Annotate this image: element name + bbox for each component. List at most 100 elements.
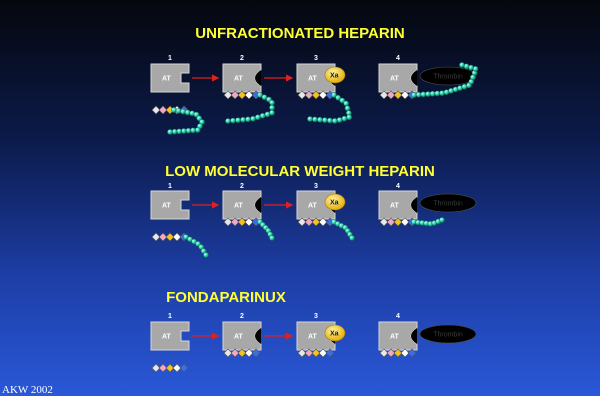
antithrombin-block	[150, 190, 190, 220]
activated-site	[255, 328, 261, 344]
pentasaccharide-unit	[179, 363, 189, 373]
pentasaccharide-unit	[304, 90, 314, 100]
heparin-chain-bead	[346, 114, 352, 121]
heparin-chain-bead	[184, 109, 191, 116]
heparin-chain-bead	[331, 92, 337, 98]
step-1: 1AT	[150, 313, 220, 373]
heparin-chain-bead	[196, 115, 203, 122]
pentasaccharide-unit	[400, 217, 410, 227]
thrombin	[419, 193, 477, 213]
pentasaccharide-unit	[400, 90, 410, 100]
pentasaccharide-unit	[379, 90, 389, 100]
pentasaccharide-unit	[158, 232, 168, 242]
heparin-chain-bead	[176, 128, 183, 135]
heparin-chain-bead	[335, 94, 341, 101]
xa-label: Xa	[330, 200, 339, 207]
pentasaccharide-unit	[230, 217, 240, 227]
step-number: 1	[168, 55, 172, 62]
heparin-chain-bead	[269, 235, 275, 241]
thrombin-label: Thrombin	[433, 201, 463, 208]
at-label: AT	[162, 203, 172, 210]
pentasaccharide-unit	[172, 232, 182, 242]
xa-label: Xa	[330, 73, 339, 80]
pentasaccharide-unit	[251, 348, 261, 358]
at-label: AT	[308, 203, 318, 210]
activated-site	[411, 197, 417, 213]
heparin-chain-bead	[240, 116, 246, 123]
antithrombin-block	[150, 321, 190, 351]
xa-label: Xa	[330, 331, 339, 338]
heparin-chain-bead	[185, 127, 192, 134]
pentasaccharide-unit	[244, 217, 254, 227]
step-number: 3	[314, 183, 318, 190]
heparin-chain-bead	[193, 111, 200, 118]
heparin-chain-bead	[336, 117, 343, 123]
heparin-chain-bead	[259, 113, 266, 119]
pentasaccharide-unit	[151, 363, 161, 373]
heparin-chain-bead	[317, 116, 323, 123]
heparin-chain-bead	[312, 116, 318, 123]
at-label: AT	[390, 76, 400, 83]
heparin-chain-bead	[343, 100, 349, 107]
step-2: 2AT	[222, 183, 294, 241]
pentasaccharide-unit	[386, 348, 396, 358]
heparin-chain-bead	[339, 97, 346, 104]
at-label: AT	[162, 76, 172, 83]
heparin-chain-bead	[349, 235, 355, 241]
pentasaccharide-unit	[237, 348, 247, 358]
heparin-chain-bead	[429, 90, 436, 97]
pentasaccharide-unit	[223, 90, 233, 100]
pentasaccharide-unit	[151, 105, 161, 115]
at-label: AT	[308, 334, 318, 341]
heparin-chain-bead	[261, 94, 268, 101]
pentasaccharide-unit	[407, 348, 417, 358]
heparin-chain-bead	[341, 115, 348, 122]
pentasaccharide-unit	[393, 348, 403, 358]
pentasaccharide-unit	[237, 90, 247, 100]
pentasaccharide-unit	[311, 90, 321, 100]
heparin-chain-bead	[194, 127, 201, 133]
heparin-chain-bead	[459, 62, 465, 68]
credit-text: AKW 2002	[2, 384, 53, 396]
pentasaccharide-unit	[318, 348, 328, 358]
pentasaccharide-unit	[400, 348, 410, 358]
thrombin	[419, 66, 477, 86]
heparin-chain-bead	[180, 108, 186, 115]
step-number: 4	[396, 313, 400, 320]
pentasaccharide-unit	[297, 217, 307, 227]
pentasaccharide-unit	[311, 348, 321, 358]
heparin-chain-bead	[331, 118, 338, 124]
heparin-chain-bead	[269, 104, 275, 111]
step-2: 2AT	[222, 313, 294, 358]
heparin-chain-bead	[255, 114, 261, 121]
step-number: 4	[396, 183, 400, 190]
heparin-chain-bead	[420, 91, 427, 98]
heparin-chain-bead	[171, 128, 178, 135]
pentasaccharide-unit	[172, 363, 182, 373]
pentasaccharide-unit	[237, 217, 247, 227]
pentasaccharide-unit	[393, 217, 403, 227]
heparin-chain-bead	[203, 252, 209, 258]
heparin-chain-bead	[245, 116, 251, 123]
heparin-chain-bead	[425, 91, 431, 97]
step-number: 2	[240, 55, 244, 62]
heparin-chain-bead	[434, 90, 441, 97]
thrombin-label: Thrombin	[433, 74, 463, 81]
pentasaccharide-unit	[379, 348, 389, 358]
step-number: 4	[396, 55, 400, 62]
pentasaccharide-unit	[297, 348, 307, 358]
step-number: 1	[168, 183, 172, 190]
pentasaccharide-unit	[244, 90, 254, 100]
pentasaccharide-unit	[393, 90, 403, 100]
pentasaccharide-unit	[325, 348, 335, 358]
factor-xa	[324, 193, 346, 211]
pentasaccharide-unit	[386, 217, 396, 227]
pentasaccharide-unit	[158, 363, 168, 373]
step-number: 2	[240, 183, 244, 190]
heparin-chain-bead	[415, 91, 422, 98]
at-label: AT	[390, 203, 400, 210]
heparin-chain-bead	[411, 92, 417, 98]
at-label: AT	[234, 203, 244, 210]
antithrombin-block	[150, 63, 190, 93]
